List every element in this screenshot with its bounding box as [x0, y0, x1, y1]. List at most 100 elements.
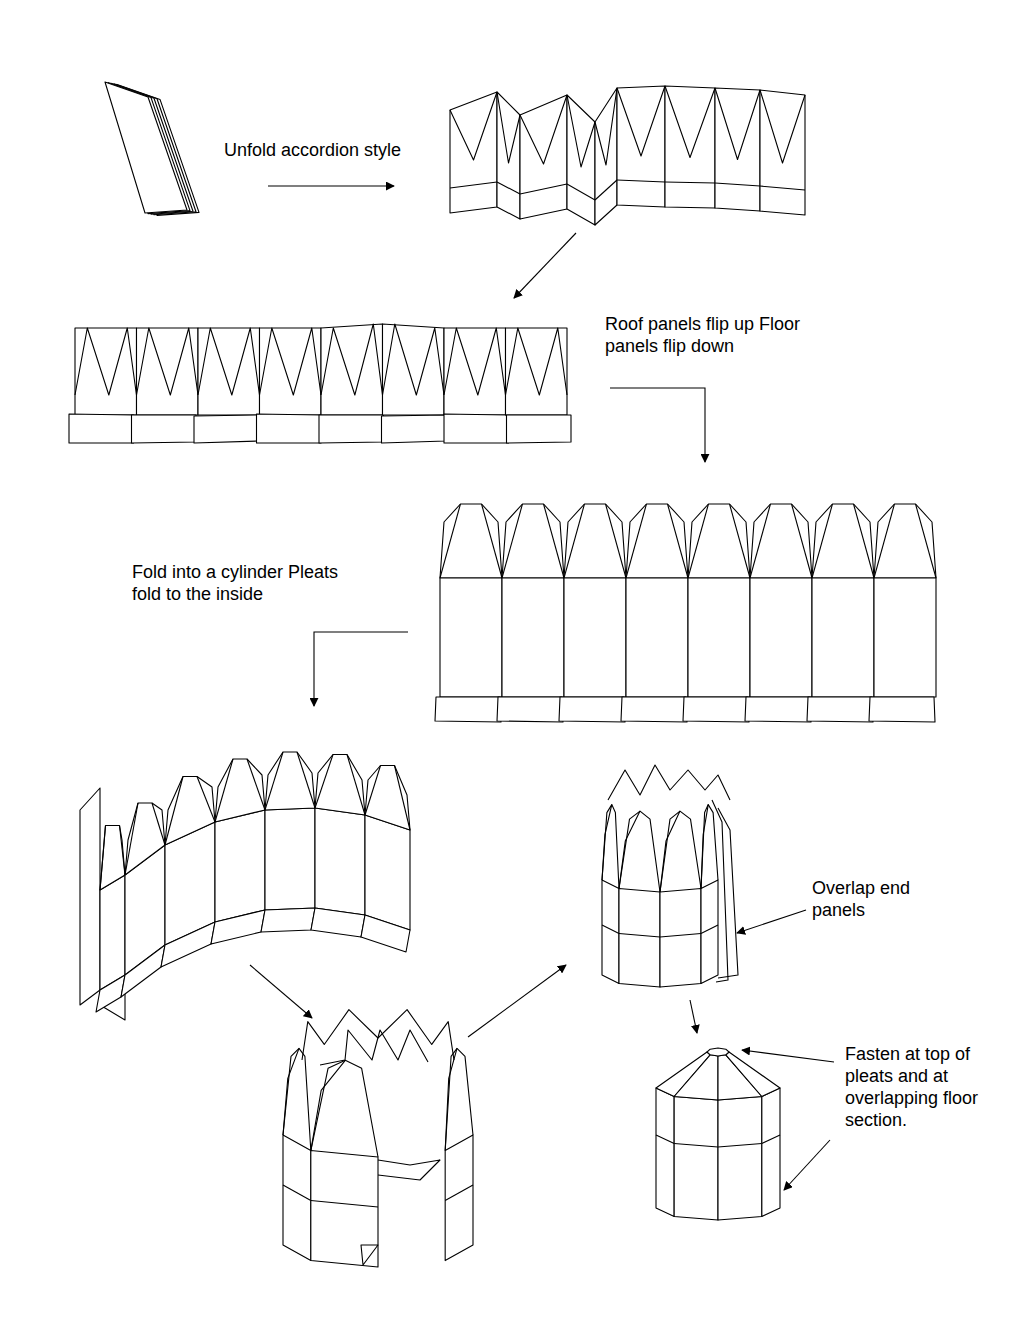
roof-pleat	[660, 811, 701, 892]
roof-pleat	[619, 811, 660, 892]
pleat-fold	[482, 504, 502, 578]
roof-panel	[75, 328, 137, 415]
floor-panel	[261, 908, 315, 932]
pleat-fold	[688, 504, 708, 578]
roof-pleat	[602, 805, 619, 889]
roof-panel	[125, 803, 165, 875]
roof-panel	[198, 328, 260, 415]
floor-fold	[701, 925, 718, 933]
floor-fold	[718, 1143, 762, 1147]
roof-panel	[750, 504, 812, 578]
floor-fold	[595, 180, 617, 200]
wall-panel	[215, 810, 265, 922]
floor-panel	[69, 414, 134, 443]
accordion-panel	[665, 86, 715, 208]
pleat-fold	[602, 805, 612, 880]
floor-fold	[715, 183, 760, 186]
pleat-fold	[120, 826, 126, 876]
floor-panel	[807, 697, 873, 722]
overlap-panel	[712, 800, 728, 982]
pleat-fold	[100, 826, 106, 891]
accordion-panel	[617, 86, 665, 207]
roof-panel	[688, 504, 750, 578]
pleat-fold	[315, 755, 333, 809]
wall-panel	[626, 578, 688, 697]
roof-panel	[874, 504, 936, 578]
floor-panel	[497, 697, 563, 722]
floor-panel	[361, 1245, 378, 1265]
wall-panel	[311, 1151, 378, 1267]
wall-panel	[812, 578, 874, 697]
pleat-fold	[564, 504, 584, 578]
pleat-fold	[440, 504, 460, 578]
step-arrow	[250, 965, 312, 1018]
floor-panel	[869, 697, 935, 722]
wall-panel	[265, 808, 315, 910]
pleat-fold	[854, 504, 874, 578]
pleat-fold	[75, 328, 137, 395]
floor-panel	[507, 415, 572, 443]
wall-panel	[701, 880, 718, 983]
roof-panel	[564, 504, 626, 578]
instruction-note: Unfold accordion style	[224, 139, 484, 161]
roof-panel	[265, 752, 315, 810]
pleat-fold	[916, 504, 936, 578]
step-arrow	[737, 910, 806, 933]
roof-pleat	[302, 1010, 454, 1060]
floor-panel	[121, 945, 165, 997]
pleat-fold	[874, 504, 894, 578]
roof-top	[707, 1048, 729, 1056]
pleat-fold	[502, 504, 522, 578]
instruction-note: Overlap end panels	[812, 877, 930, 921]
roof-panel	[137, 328, 199, 415]
step-arrow	[514, 233, 576, 298]
step-arrow	[468, 965, 566, 1037]
floor-panel	[745, 697, 811, 722]
floor-panel	[559, 697, 625, 722]
pleat-fold	[198, 328, 260, 395]
floor-panel	[194, 415, 259, 443]
roof-panel	[726, 1052, 780, 1096]
pleat-fold	[395, 766, 411, 831]
pleat-fold	[383, 324, 445, 395]
accordion-panel	[567, 95, 595, 225]
pleat-fold	[297, 752, 315, 808]
pleat-fold	[619, 811, 640, 888]
roof-panel	[321, 324, 383, 415]
pleat-fold	[365, 766, 381, 816]
pleat-fold	[730, 504, 750, 578]
roof-panel	[365, 766, 410, 831]
pleat-fold	[444, 328, 506, 395]
floor-panel	[435, 697, 501, 722]
step-arrow	[690, 1000, 697, 1033]
pleat-fold	[247, 759, 265, 810]
roof-pleat	[311, 1060, 378, 1157]
wall-panel	[688, 578, 750, 697]
floor-fold	[450, 182, 497, 188]
floor-panel	[257, 414, 322, 443]
roof-fold	[567, 95, 595, 167]
pleat-fold	[215, 759, 233, 822]
pleat-fold	[506, 328, 568, 395]
floor-fold	[760, 186, 805, 190]
accordion-panel	[715, 88, 760, 211]
pleat-fold	[321, 324, 383, 395]
floor-fold	[283, 1185, 311, 1201]
wall-panel	[315, 808, 365, 915]
wall-panel	[762, 1088, 780, 1216]
floor-panel	[382, 415, 447, 443]
floor-fold	[660, 933, 701, 937]
floor-panel	[683, 697, 749, 722]
wall-panel	[750, 578, 812, 697]
floor-fold	[762, 1135, 780, 1143]
accordion-panel	[595, 88, 617, 225]
accordion-panel	[520, 95, 567, 219]
pleat-fold	[750, 504, 770, 578]
roof-pleat	[283, 1048, 311, 1150]
floor-panel	[132, 415, 197, 443]
roof-fold	[595, 88, 617, 165]
roof-panel	[260, 328, 322, 415]
pleat-fold	[137, 328, 199, 395]
roof-panel	[215, 759, 265, 822]
